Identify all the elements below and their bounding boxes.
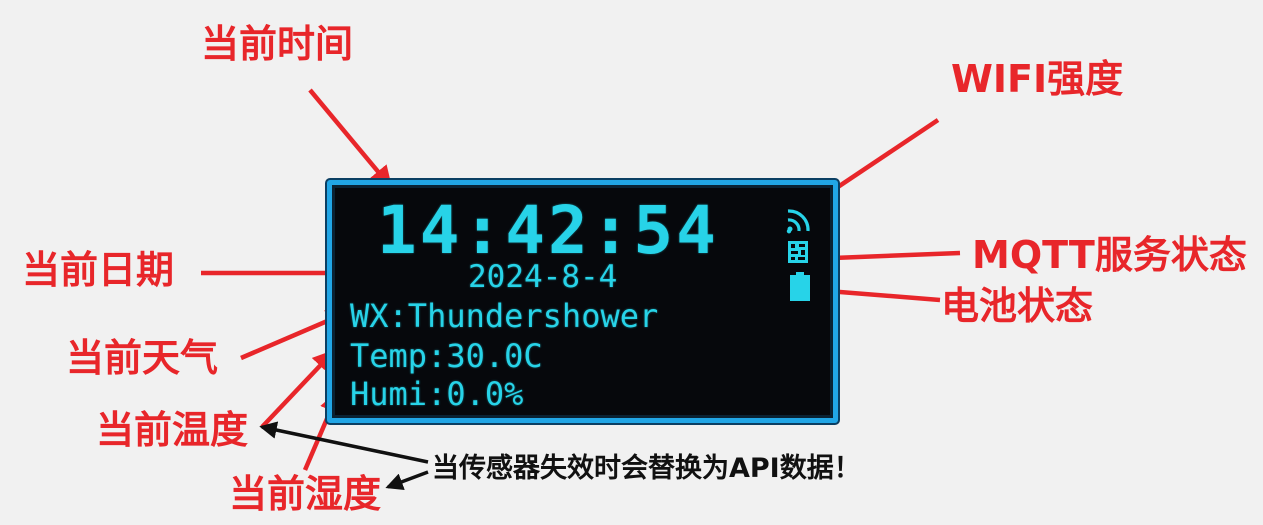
humidity-label: 当前湿度: [229, 472, 382, 516]
battery-label: 电池状态: [941, 284, 1094, 328]
wifi-label: WIFI强度: [951, 57, 1124, 101]
weather-label: 当前天气: [66, 336, 219, 380]
mqtt-label: MQTT服务状态: [972, 233, 1247, 277]
display-temperature: Temp:30.0C: [350, 337, 543, 375]
oled-display: 14:42:54 2024-8-4 WX:Thundershower Temp:…: [327, 180, 838, 423]
display-date: 2024-8-4: [468, 259, 618, 295]
mqtt-status-icon: [788, 241, 808, 263]
display-humidity: Humi:0.0%: [350, 375, 524, 413]
date-label: 当前日期: [22, 248, 175, 292]
time-arrow: [308, 88, 393, 189]
wifi-icon: [786, 209, 810, 234]
temperature-label: 当前温度: [96, 408, 249, 452]
note-arrow-temperature: [259, 421, 429, 464]
display-time: 14:42:54: [377, 192, 719, 269]
api-fallback-note: 当传感器失效时会替换为API数据！: [432, 453, 861, 484]
display-weather: WX:Thundershower: [350, 297, 659, 335]
temperature-arrow: [260, 349, 336, 429]
time-label: 当前时间: [201, 22, 354, 66]
battery-icon: [790, 272, 810, 301]
note-arrow-humidity: [385, 470, 429, 491]
